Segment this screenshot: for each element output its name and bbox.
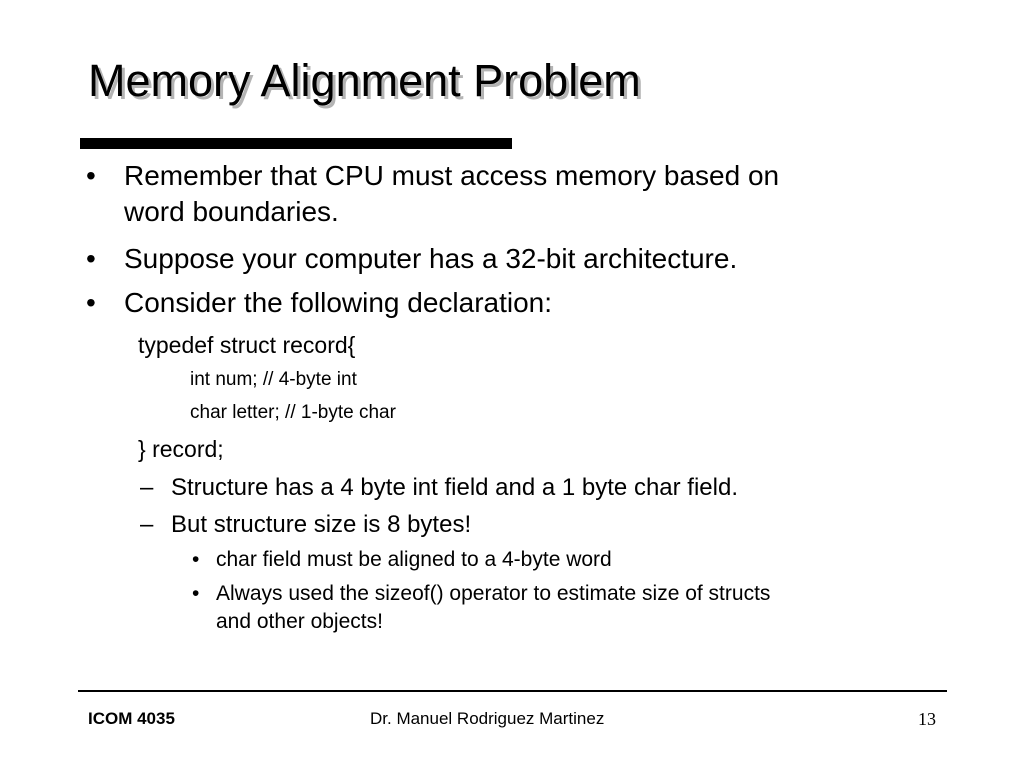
footer-divider xyxy=(78,690,947,692)
bullet-icon: • xyxy=(192,582,200,605)
sub-bullet-text: Structure has a 4 byte int field and a 1… xyxy=(171,474,738,501)
slide-title: Memory Alignment Problem xyxy=(88,55,641,106)
sub-sub-bullet-text-line: and other objects! xyxy=(216,610,383,633)
bullet-text-line: Remember that CPU must access memory bas… xyxy=(124,160,780,191)
bullet-icon: • xyxy=(86,243,96,274)
dash-icon: – xyxy=(140,511,154,538)
footer-page-number: 13 xyxy=(918,709,936,729)
bullet-text-line: Suppose your computer has a 32-bit archi… xyxy=(124,243,738,274)
code-line: int num; // 4-byte int xyxy=(190,369,357,390)
sub-sub-bullet-text-line: Always used the sizeof() operator to est… xyxy=(216,582,771,605)
bullet-text-line: word boundaries. xyxy=(124,196,339,227)
dash-icon: – xyxy=(140,474,154,501)
bullet-icon: • xyxy=(192,548,200,571)
footer-author: Dr. Manuel Rodriguez Martinez xyxy=(370,709,605,728)
bullet-text-line: Consider the following declaration: xyxy=(124,287,553,318)
footer-course: ICOM 4035 xyxy=(88,709,175,728)
bullet-icon: • xyxy=(86,287,96,318)
sub-sub-bullet-text-line: char field must be aligned to a 4-byte w… xyxy=(216,548,612,571)
bullet-icon: • xyxy=(86,160,96,191)
code-line: } record; xyxy=(138,436,224,462)
code-line: typedef struct record{ xyxy=(138,332,356,358)
title-underline xyxy=(80,138,512,149)
code-line: char letter; // 1-byte char xyxy=(190,402,396,423)
sub-bullet-text: But structure size is 8 bytes! xyxy=(171,511,472,538)
